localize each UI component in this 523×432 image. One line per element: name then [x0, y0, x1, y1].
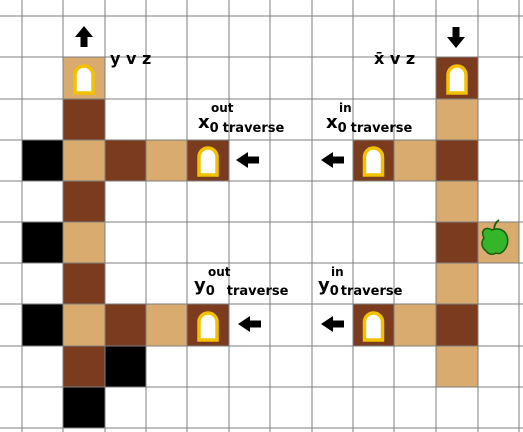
wall-tile	[63, 387, 105, 428]
label-y0-in-sup: in	[331, 265, 344, 279]
light-path-tile	[63, 140, 105, 181]
dark-path-tile	[436, 304, 478, 346]
light-path-tile	[436, 263, 478, 304]
dark-path-tile	[63, 346, 105, 387]
door-icon	[199, 148, 217, 175]
label-var: y	[194, 275, 206, 296]
arrow-down-icon	[447, 27, 465, 48]
arrow-up-icon	[75, 26, 93, 47]
clause-label-left: y v z	[110, 49, 151, 68]
wall-tile	[22, 222, 63, 263]
label-word: traverse	[227, 284, 289, 299]
door-icon	[75, 66, 93, 93]
dark-path-tile	[436, 140, 478, 181]
wall-tile	[22, 140, 63, 181]
arrow-left-icon	[321, 316, 344, 332]
dark-path-tile	[63, 99, 105, 140]
label-var: y	[318, 275, 330, 296]
dark-path-tile	[63, 263, 105, 304]
label-sub: 0	[338, 121, 347, 136]
label-x0-in-sup: in	[339, 101, 352, 115]
label-word: traverse	[351, 121, 413, 136]
label-y0-out-sup: out	[208, 265, 231, 279]
light-path-tile	[146, 140, 187, 181]
wall-tile	[105, 346, 146, 387]
light-path-tile	[394, 304, 436, 346]
light-path-tile	[63, 304, 105, 346]
light-path-tile	[63, 222, 105, 263]
light-path-tile	[146, 304, 187, 346]
door-icon	[448, 66, 466, 93]
label-x0-out-sup: out	[211, 101, 234, 115]
light-path-tile	[436, 99, 478, 140]
light-path-tile	[436, 181, 478, 222]
clause-label-right: x̄ v z	[374, 49, 415, 68]
label-sub: 0	[206, 284, 215, 299]
door-icon	[365, 148, 383, 175]
label-word: traverse	[341, 284, 403, 299]
dark-path-tile	[436, 222, 478, 263]
label-sub: 0	[210, 121, 219, 136]
door-icon	[365, 313, 383, 340]
wall-tile	[22, 304, 63, 346]
arrow-left-icon	[321, 152, 344, 168]
label-x0-in-traverse: x0 traverse	[326, 112, 413, 136]
label-var: x	[326, 112, 338, 133]
arrow-left-icon	[238, 316, 261, 332]
door-icon	[199, 313, 217, 340]
dark-path-tile	[63, 181, 105, 222]
label-sub: 0	[330, 284, 339, 299]
clause-label-right-rest: v z	[384, 49, 415, 68]
label-var: x	[198, 112, 210, 133]
label-word: traverse	[223, 121, 285, 136]
arrow-left-icon	[236, 152, 259, 168]
light-path-tile	[436, 346, 478, 387]
light-path-tile	[394, 140, 436, 181]
label-x0-out-traverse: x0 traverse	[198, 112, 285, 136]
dark-path-tile	[105, 304, 146, 346]
dark-path-tile	[105, 140, 146, 181]
